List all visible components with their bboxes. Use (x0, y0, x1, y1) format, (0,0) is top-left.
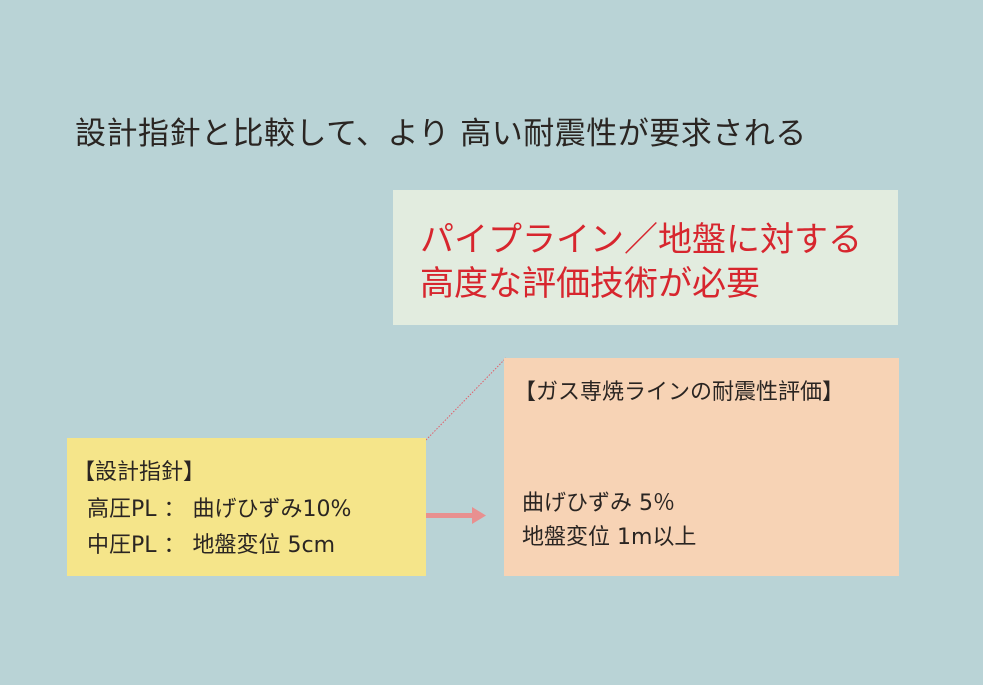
requirement-callout: パイプライン／地盤に対する 高度な評価技術が必要 (393, 190, 898, 325)
design-guideline-high-pressure: 高圧PL ： 曲げひずみ10% (87, 497, 352, 522)
gas-line-evaluation-box: 【ガス専焼ラインの耐震性評価】 曲げひずみ 5％ 地盤変位 1m以上 (504, 358, 899, 576)
requirement-line-2: 高度な評価技術が必要 (420, 264, 760, 304)
connector-dotted-line (425, 357, 507, 441)
design-guideline-heading: 【設計指針】 (73, 460, 206, 485)
design-guideline-box: 【設計指針】 高圧PL ： 曲げひずみ10% 中圧PL ： 地盤変位 5cm (67, 438, 426, 576)
requirement-line-1: パイプライン／地盤に対する (420, 220, 862, 260)
gas-evaluation-displacement: 地盤変位 1m以上 (522, 525, 697, 550)
gas-evaluation-strain: 曲げひずみ 5％ (522, 491, 675, 516)
page-title: 設計指針と比較して、より 高い耐震性が要求される (75, 116, 807, 152)
gas-evaluation-heading: 【ガス専焼ラインの耐震性評価】 (514, 380, 845, 405)
arrow-right-icon (426, 507, 486, 524)
design-guideline-medium-pressure: 中圧PL ： 地盤変位 5cm (87, 533, 336, 558)
